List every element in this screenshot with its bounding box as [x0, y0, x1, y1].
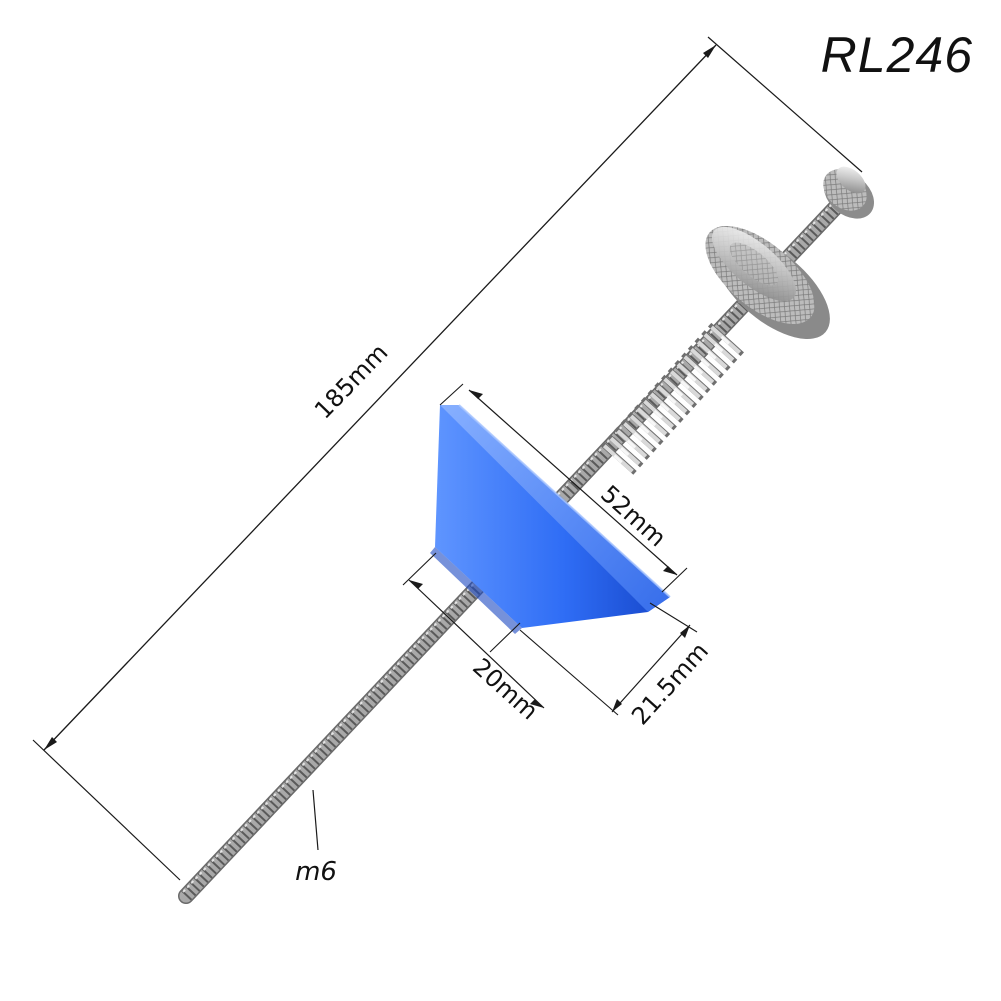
- blue-cone: [430, 404, 671, 634]
- model-code: RL246: [820, 27, 973, 83]
- thread-callout: m6: [295, 789, 337, 887]
- bottom-width-label: 20mm: [467, 653, 543, 726]
- overall-length-label: 185mm: [309, 338, 393, 424]
- knurled-thumb-nut: [705, 226, 830, 339]
- compression-spring: [600, 320, 747, 475]
- height-label: 21.5mm: [626, 637, 714, 730]
- top-knob: [823, 166, 875, 219]
- thread-label: m6: [295, 857, 337, 887]
